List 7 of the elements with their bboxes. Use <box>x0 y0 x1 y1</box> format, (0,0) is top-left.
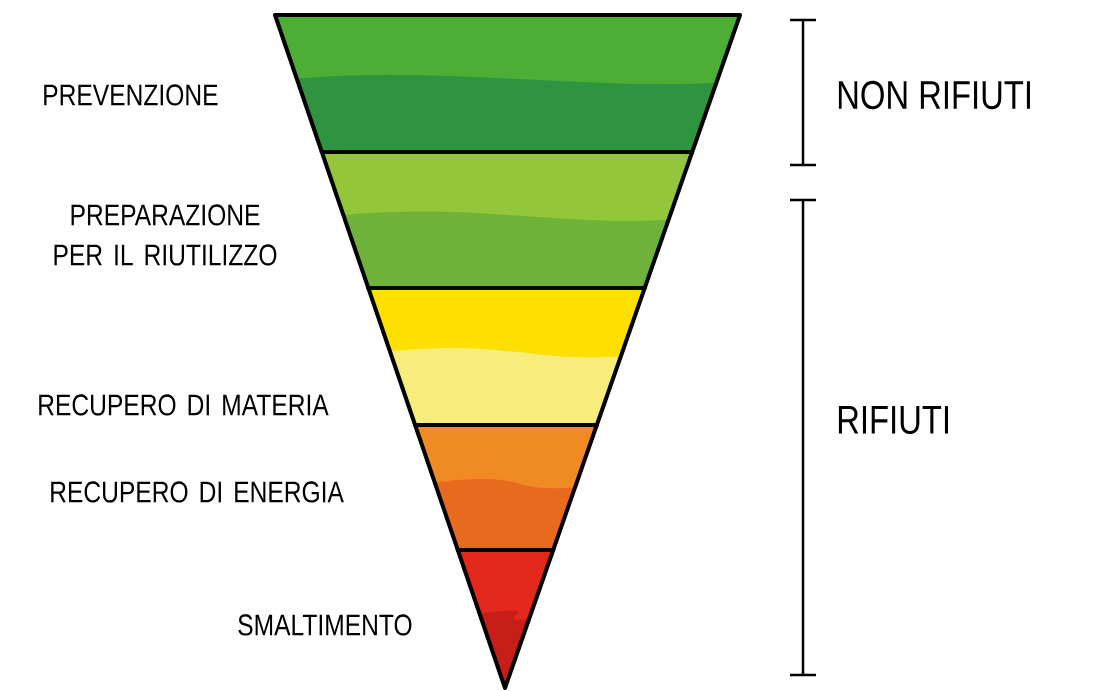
range-label: RIFIUTI <box>838 406 948 434</box>
range-label: NON RIFIUTI <box>838 80 1030 110</box>
node-label: RECUPERO DI ENERGIA <box>51 481 344 503</box>
node-label: PREPARAZIONE PER IL RIUTILIZZO <box>54 204 277 266</box>
node-label: SMALTIMENTO <box>238 614 412 636</box>
node-label: RECUPERO DI MATERIA <box>39 394 329 416</box>
node-label: PREVENZIONE <box>44 84 218 106</box>
